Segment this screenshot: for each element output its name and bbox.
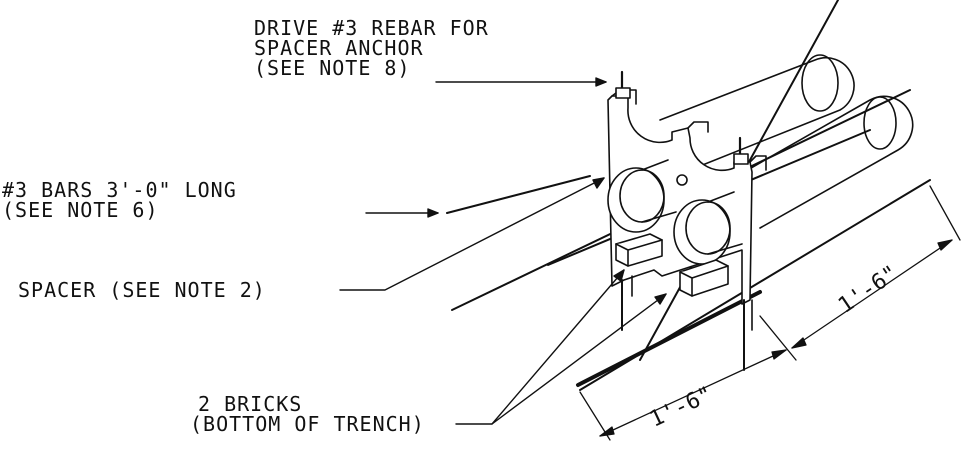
label-rebar-anchor: DRIVE #3 REBAR FOR SPACER ANCHOR (SEE NO… <box>254 18 489 78</box>
spacer-top-right-edge <box>749 155 767 171</box>
bar-lower-heavy <box>576 290 762 387</box>
conduit-lower-rear-end <box>863 96 897 150</box>
label-rebar-anchor-line-3: (SEE NOTE 8) <box>254 56 411 80</box>
conduit-cylinders <box>659 54 914 229</box>
label-spacer-line-1: SPACER (SEE NOTE 2) <box>18 278 266 302</box>
dim-right-arrow-right <box>937 239 953 251</box>
leader-brick-left-arrow <box>613 269 625 282</box>
dim-right-arrow-left <box>791 337 807 349</box>
dim-bottom-arrow-right <box>771 349 787 360</box>
front-conduit-upper-body <box>641 159 677 223</box>
dimension-lines <box>579 185 961 441</box>
dim-ext-right-top <box>929 185 961 241</box>
label-bricks-line-2: (BOTTOM OF TRENCH) <box>190 412 425 436</box>
leader-rebar-anchor-arrow <box>595 77 607 87</box>
dim-ext-bottom-right <box>759 315 797 361</box>
bricks <box>615 233 729 297</box>
label-bars: #3 BARS 3'-0" LONG (SEE NOTE 6) <box>2 180 237 220</box>
anchor-cap-right <box>733 153 749 165</box>
label-bars-line-1: #3 BARS 3'-0" LONG <box>2 178 237 202</box>
conduit-lower-rear <box>729 95 914 229</box>
leader-spacer-arrow <box>592 177 605 189</box>
front-conduit-upper <box>607 167 665 233</box>
spacer-hole <box>676 174 688 186</box>
brick-left-edges <box>615 239 663 267</box>
leader-lines <box>339 77 667 425</box>
conduit-upper-rear <box>659 56 855 171</box>
label-spacer: SPACER (SEE NOTE 2) <box>18 280 266 300</box>
leader-spacer <box>339 177 605 291</box>
label-bars-line-2: (SEE NOTE 6) <box>2 198 159 222</box>
conduit-upper-rear-end <box>801 54 839 112</box>
dim-right <box>791 239 953 349</box>
leader-brick-right <box>491 293 667 425</box>
leader-brick-left <box>455 269 625 425</box>
label-rebar-anchor-line-1: DRIVE #3 REBAR FOR <box>254 16 489 40</box>
front-conduit-lower <box>673 199 731 265</box>
leader-brick-right-arrow <box>654 293 667 305</box>
dim-bottom-arrow-left <box>599 426 615 437</box>
anchor-cap-left <box>615 87 631 99</box>
brick-right-edges <box>679 265 729 297</box>
spacer-top-mid-edge <box>687 121 709 133</box>
bar-left-stub <box>446 175 591 214</box>
front-conduit-lower-body <box>707 191 743 255</box>
label-rebar-anchor-line-2: SPACER ANCHOR <box>254 36 424 60</box>
label-bricks: 2 BRICKS (BOTTOM OF TRENCH) <box>190 394 425 434</box>
label-bricks-line-1: 2 BRICKS <box>198 392 303 416</box>
dim-bottom <box>599 349 787 437</box>
leader-bars-arrow <box>427 208 439 218</box>
